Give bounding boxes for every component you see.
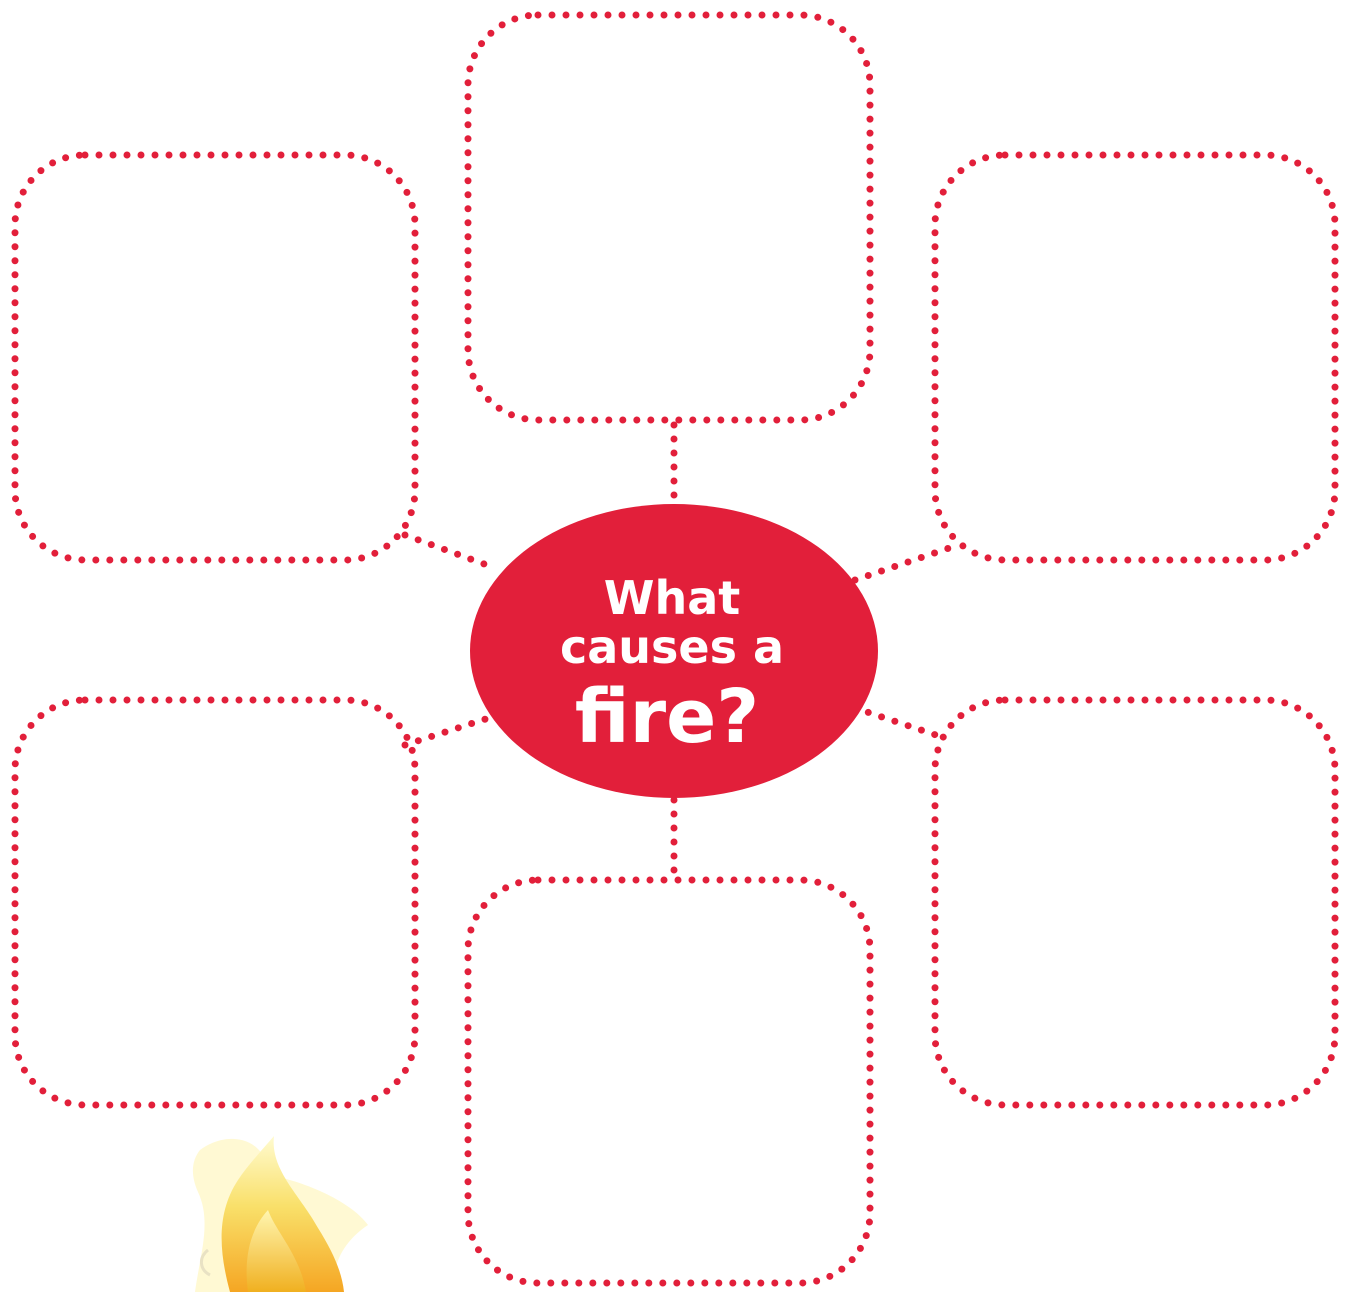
answer-box-top[interactable]: [468, 15, 870, 420]
connector-upper-right: [855, 545, 958, 580]
center-title-line1: What: [604, 571, 741, 625]
flame-icon: [193, 1136, 368, 1292]
answer-box-lower-left[interactable]: [15, 700, 415, 1105]
center-title-line3: fire?: [575, 674, 759, 760]
answer-box-bottom[interactable]: [468, 880, 870, 1283]
center-node: What causes a fire?: [470, 504, 878, 798]
connector-upper-left: [405, 535, 495, 568]
connector-lower-right: [855, 708, 945, 738]
connector-lower-left: [405, 716, 495, 745]
answer-box-lower-right[interactable]: [935, 700, 1335, 1105]
answer-box-upper-left[interactable]: [15, 155, 415, 560]
answer-box-upper-right[interactable]: [935, 155, 1335, 560]
center-title-line2: causes a: [560, 620, 784, 674]
